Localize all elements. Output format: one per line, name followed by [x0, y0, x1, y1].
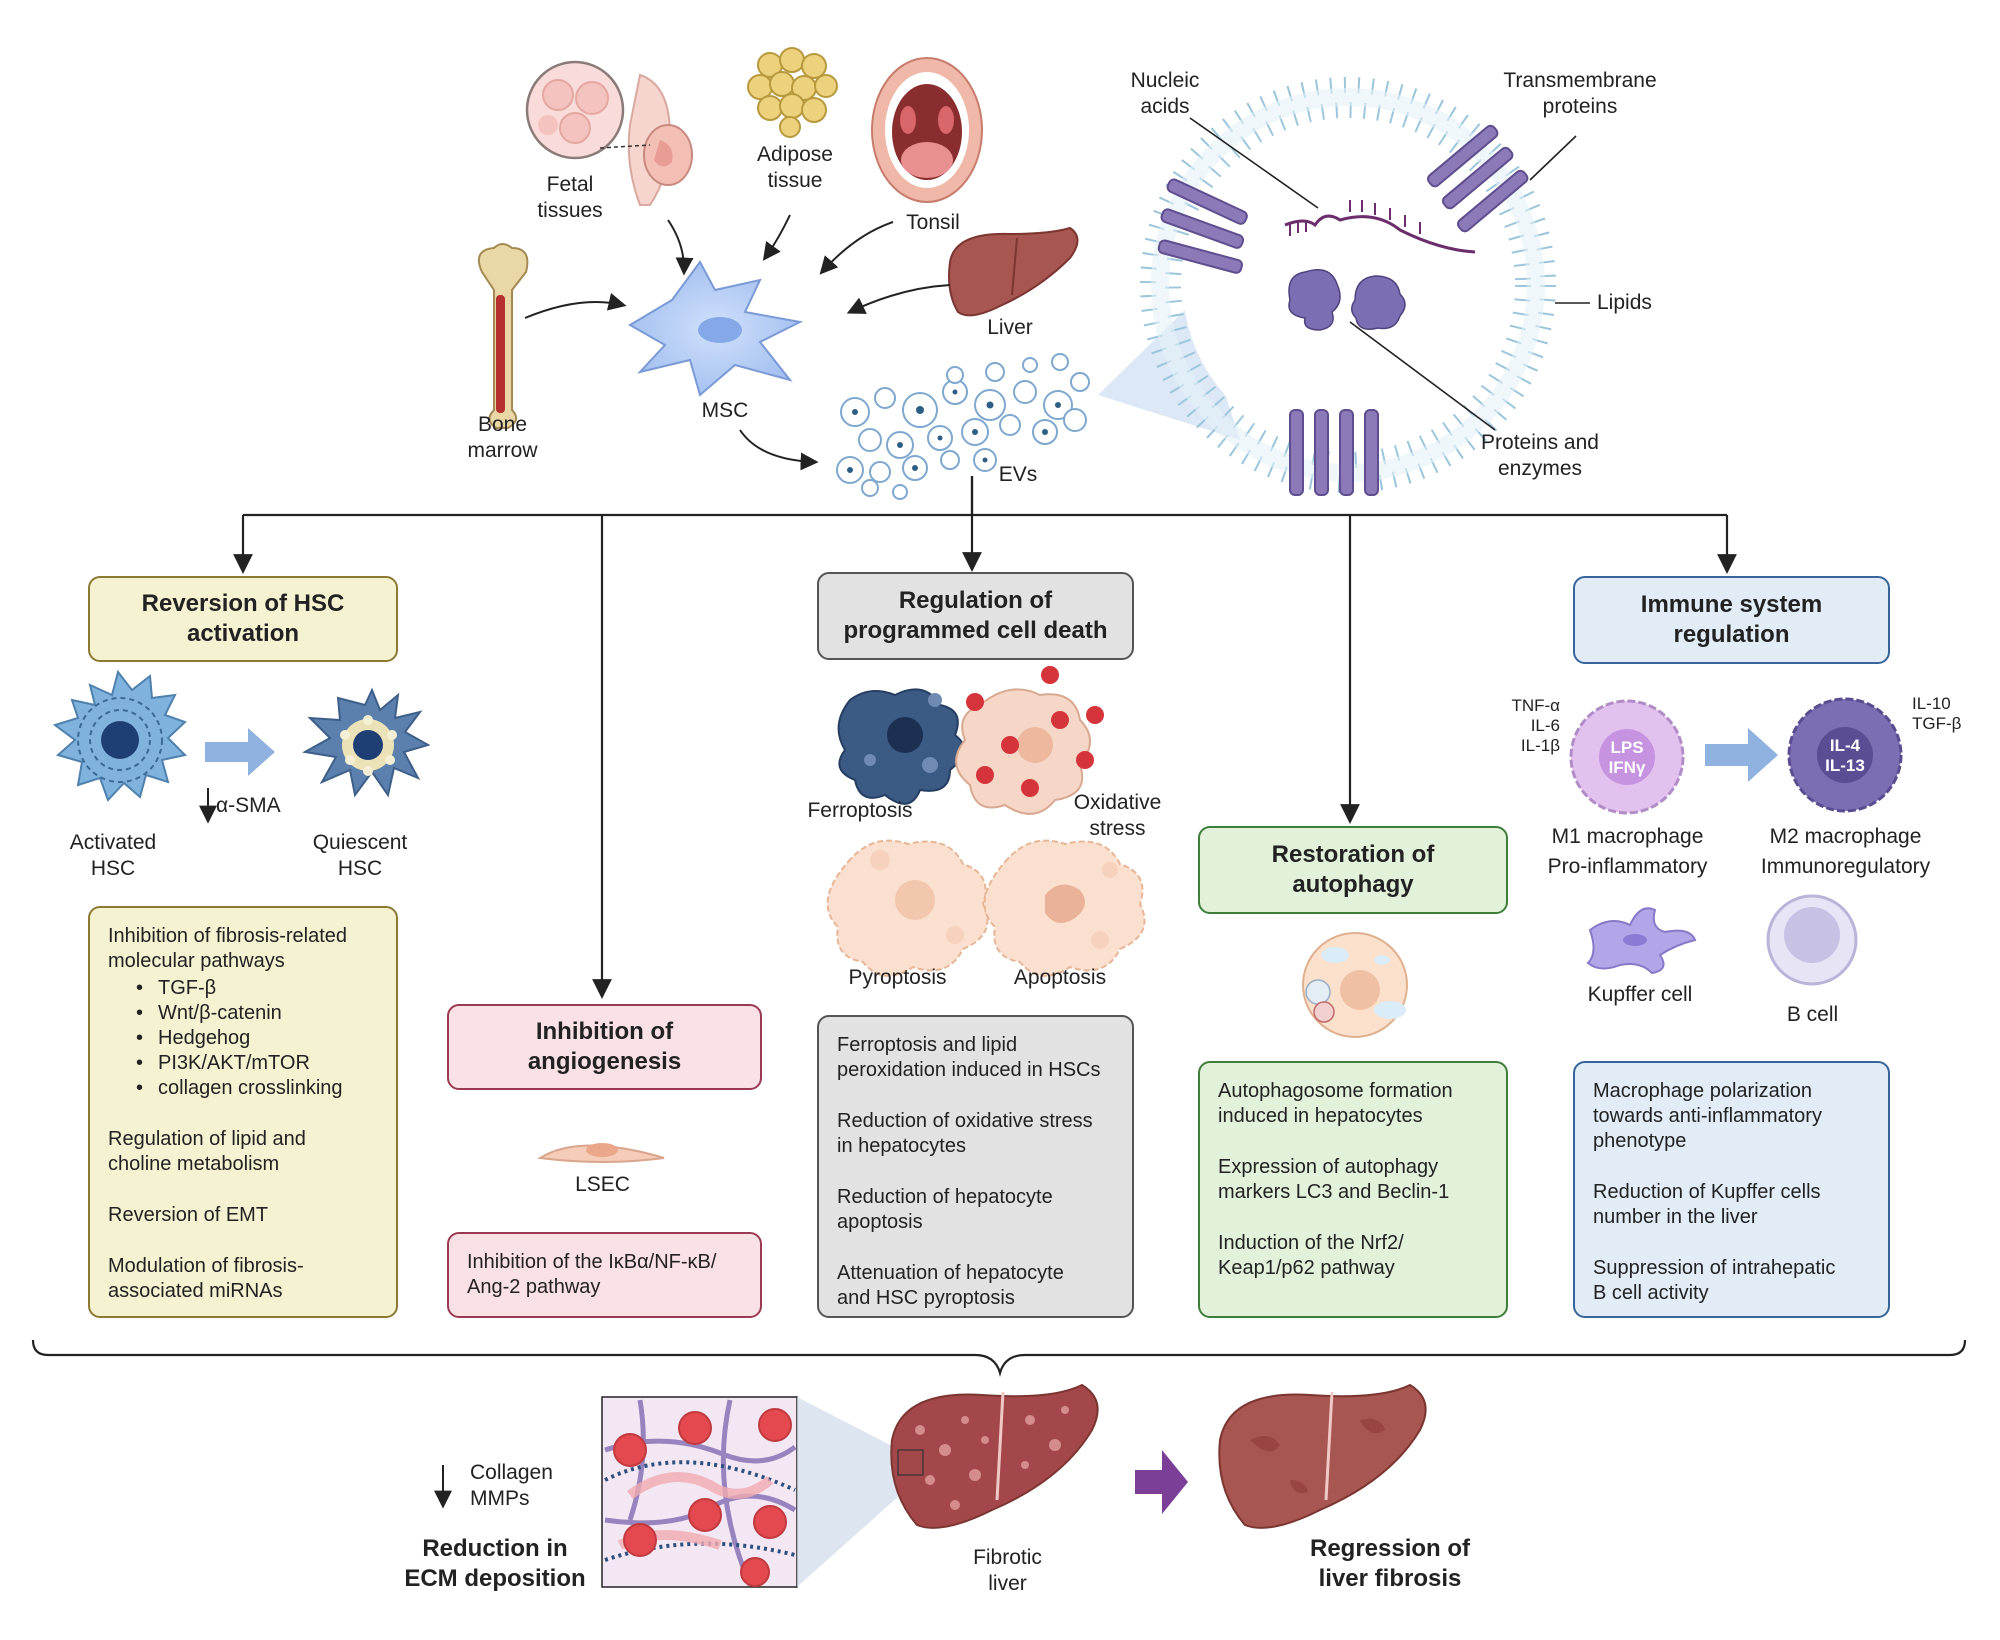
autophagy-cell-icon	[1302, 932, 1408, 1038]
nucleic-acid-icon	[1284, 214, 1476, 254]
adipose-tissue-icon	[747, 47, 838, 138]
polarization-arrow	[1705, 728, 1778, 782]
activation-arrow	[205, 728, 275, 776]
proteins-enzymes-label: Proteins and enzymes	[1481, 431, 1599, 480]
alpha-sma-label: α-SMA	[216, 794, 281, 817]
m1-macrophage-icon	[1569, 699, 1685, 815]
activated-hsc-label: Activated HSC	[69, 831, 157, 880]
adipose-tissue-label: Adipose tissue	[757, 143, 833, 192]
m1-cytokines-label: TNF-α IL-6 IL-1β	[1511, 696, 1560, 755]
kupffer-cell-label: Kupffer cell	[1587, 983, 1693, 1006]
death-detail: Ferroptosis and lipid peroxidation induc…	[837, 1034, 1101, 1081]
quiescent-hsc-label: Quiescent HSC	[312, 831, 408, 880]
ev-cluster-icon	[836, 353, 1090, 500]
autophagy-detail: Expression of autophagy markers LC3 and …	[1218, 1156, 1450, 1203]
apoptosis-label: Apoptosis	[1013, 966, 1107, 989]
fibrotic-liver-label: Fibrotic liver	[973, 1546, 1042, 1595]
evs-label: EVs	[998, 463, 1038, 486]
autophagy-title: Restoration of autophagy	[1198, 826, 1508, 914]
pathway-item: PI3K/AKT/mTOR	[136, 1051, 378, 1076]
fetal-tissues-label: Fetal tissues	[537, 173, 603, 222]
hsc-detail-lipid: Regulation of lipid and choline metaboli…	[108, 1128, 306, 1175]
immune-title: Immune system regulation	[1573, 576, 1890, 664]
m1-macrophage-label: M1 macrophage Pro-inflammatory	[1547, 825, 1708, 878]
fibrotic-liver-icon	[890, 1383, 1099, 1529]
cell-death-title: Regulation of programmed cell death	[817, 572, 1134, 660]
bone-marrow-label: Bone marrow	[467, 413, 538, 462]
activated-hsc-icon	[52, 669, 188, 802]
pathway-item: Hedgehog	[136, 1026, 378, 1051]
immune-detail: Suppression of intrahepatic B cell activ…	[1593, 1257, 1836, 1304]
death-detail: Reduction of hepatocyte apoptosis	[837, 1186, 1053, 1233]
pathway-item: collagen crosslinking	[136, 1076, 378, 1101]
cell-death-details-box: Ferroptosis and lipid peroxidation induc…	[817, 1015, 1134, 1318]
b-cell-icon	[1766, 894, 1858, 986]
hsc-detail-emt: Reversion of EMT	[108, 1204, 269, 1226]
immune-detail: Reduction of Kupffer cells number in the…	[1593, 1181, 1821, 1228]
immune-details-box: Macrophage polarization towards anti-inf…	[1573, 1061, 1890, 1318]
hsc-details-box: Inhibition of fibrosis-related molecular…	[88, 906, 398, 1318]
oxidative-stress-label: Oxidative stress	[1073, 791, 1162, 840]
angiogenesis-details-box: Inhibition of the IκBα/NF-κB/ Ang-2 path…	[447, 1232, 762, 1318]
pyroptosis-icon	[826, 839, 989, 977]
fetal-tissue-icon	[525, 60, 693, 206]
hsc-pathway-list: TGF-β Wnt/β-catenin Hedgehog PI3K/AKT/mT…	[136, 976, 378, 1101]
immune-detail: Macrophage polarization towards anti-inf…	[1593, 1080, 1822, 1152]
autophagy-detail: Induction of the Nrf2/ Keap1/p62 pathway	[1218, 1232, 1404, 1279]
msc-label: MSC	[701, 399, 749, 422]
lipids-label: Lipids	[1597, 291, 1652, 314]
healthy-liver-icon	[1218, 1383, 1427, 1529]
ecm-tissue-icon	[601, 1396, 798, 1588]
pathway-item: Wnt/β-catenin	[136, 1001, 378, 1026]
oxidative-stress-icon	[955, 666, 1104, 815]
pyroptosis-label: Pyroptosis	[848, 966, 947, 989]
death-detail: Attenuation of hepatocyte and HSC pyropt…	[837, 1262, 1064, 1309]
hsc-detail-pathways: Inhibition of fibrosis-related molecular…	[108, 925, 348, 972]
autophagy-details-box: Autophagosome formation induced in hepat…	[1198, 1061, 1508, 1318]
pathway-item: TGF-β	[136, 976, 378, 1001]
protein-enzyme-icon	[1288, 269, 1406, 331]
m2-macrophage-icon	[1787, 697, 1903, 813]
autophagy-detail: Autophagosome formation induced in hepat…	[1218, 1080, 1453, 1127]
m2-cytokines-label: IL-10 TGF-β	[1912, 694, 1962, 733]
nucleic-acids-label: Nucleic acids	[1130, 69, 1200, 118]
ferroptosis-label: Ferroptosis	[807, 799, 913, 822]
angiogenesis-title: Inhibition of angiogenesis	[447, 1004, 762, 1090]
b-cell-label: B cell	[1786, 1003, 1839, 1026]
death-detail: Reduction of oxidative stress in hepatoc…	[837, 1110, 1093, 1157]
ecm-reduction-label: Reduction in ECM deposition	[404, 1535, 586, 1592]
transmembrane-proteins-label: Transmembrane proteins	[1503, 69, 1657, 118]
m2-stimuli-label: IL-4 IL-13	[1825, 736, 1865, 775]
collagen-mmps-label: Collagen MMPs	[470, 1461, 553, 1510]
regression-label: Regression of liver fibrosis	[1309, 1535, 1471, 1592]
lsec-label: LSEC	[575, 1173, 630, 1196]
quiescent-hsc-icon	[302, 687, 431, 798]
summary-brace	[31, 1339, 1967, 1378]
bone-marrow-icon	[478, 243, 529, 429]
ferroptosis-icon	[837, 688, 965, 805]
transmembrane-protein-icon	[1157, 124, 1529, 496]
liver-label: Liver	[987, 316, 1033, 339]
apoptosis-icon	[983, 839, 1146, 977]
tonsil-icon	[871, 57, 983, 203]
hsc-reversion-title: Reversion of HSC activation	[88, 576, 398, 662]
m2-macrophage-label: M2 macrophage Immunoregulatory	[1760, 825, 1931, 878]
tonsil-label: Tonsil	[906, 211, 960, 234]
hsc-detail-mirna: Modulation of fibrosis- associated miRNA…	[108, 1255, 304, 1302]
regression-arrow	[1135, 1450, 1188, 1514]
msc-cell-icon	[628, 260, 804, 397]
m1-stimuli-label: LPS IFNγ	[1608, 738, 1646, 777]
angiogenesis-detail: Inhibition of the IκBα/NF-κB/ Ang-2 path…	[467, 1251, 717, 1298]
